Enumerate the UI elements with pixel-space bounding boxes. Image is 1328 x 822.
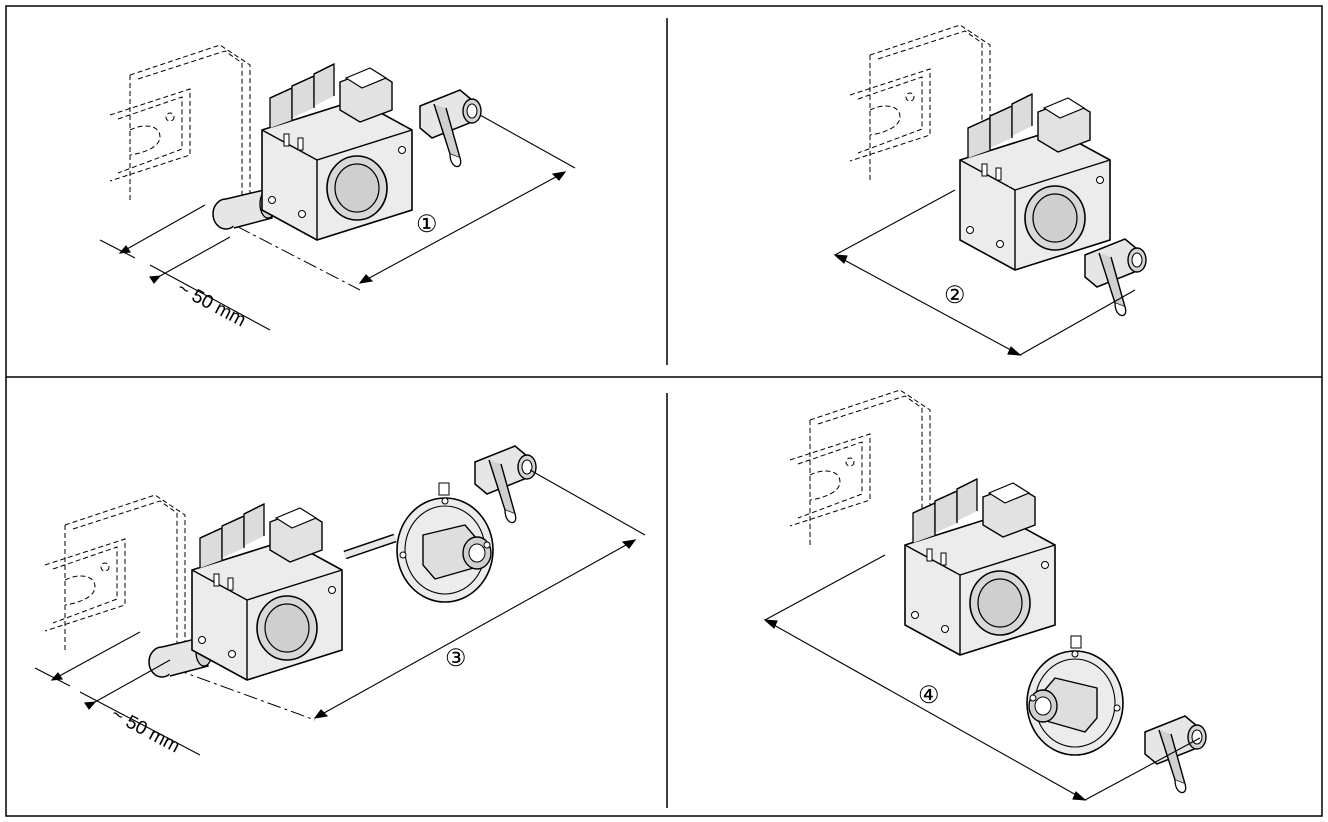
panel-number-1: ① bbox=[416, 211, 438, 238]
regulator-mirrored bbox=[1026, 635, 1124, 756]
boiler-outline-icon bbox=[789, 389, 931, 547]
clearance-label: ~ 50 mm bbox=[174, 278, 250, 331]
length-dimension bbox=[358, 114, 576, 284]
pressure-regulator-icon bbox=[1026, 635, 1124, 756]
panel-4: ④ bbox=[763, 389, 1207, 801]
gas-valve-icon bbox=[959, 93, 1111, 271]
panel-number-3: ③ bbox=[445, 645, 467, 672]
length-dimension bbox=[313, 469, 646, 719]
panel-number-2: ② bbox=[944, 282, 966, 309]
axis-centerline bbox=[214, 214, 361, 291]
ball-valve-icon bbox=[419, 89, 482, 168]
clearance-dimension bbox=[99, 204, 271, 331]
figure-frame bbox=[5, 5, 1323, 817]
length-dimension bbox=[763, 554, 1201, 801]
panel-number-4: ④ bbox=[918, 682, 940, 709]
clearance-dimension bbox=[34, 631, 201, 756]
panel-2: ② bbox=[833, 24, 1147, 356]
pressure-regulator-icon bbox=[396, 482, 494, 603]
clearance-label: ~ 50 mm bbox=[108, 704, 184, 757]
gas-valve-icon bbox=[904, 478, 1056, 656]
ball-valve-icon bbox=[1084, 238, 1147, 317]
boiler-outline-icon bbox=[44, 494, 186, 652]
ball-valve-icon bbox=[474, 445, 537, 524]
length-dimension bbox=[833, 189, 1136, 356]
panel-1: ~ 50 mm ① bbox=[99, 44, 576, 331]
ball-valve-icon bbox=[1144, 715, 1207, 794]
boiler-outline-icon bbox=[109, 44, 251, 202]
panel-3: ~ 50 mm ③ bbox=[34, 445, 646, 757]
gas-valve-icon bbox=[191, 503, 343, 681]
gas-valve-icon bbox=[261, 63, 413, 241]
